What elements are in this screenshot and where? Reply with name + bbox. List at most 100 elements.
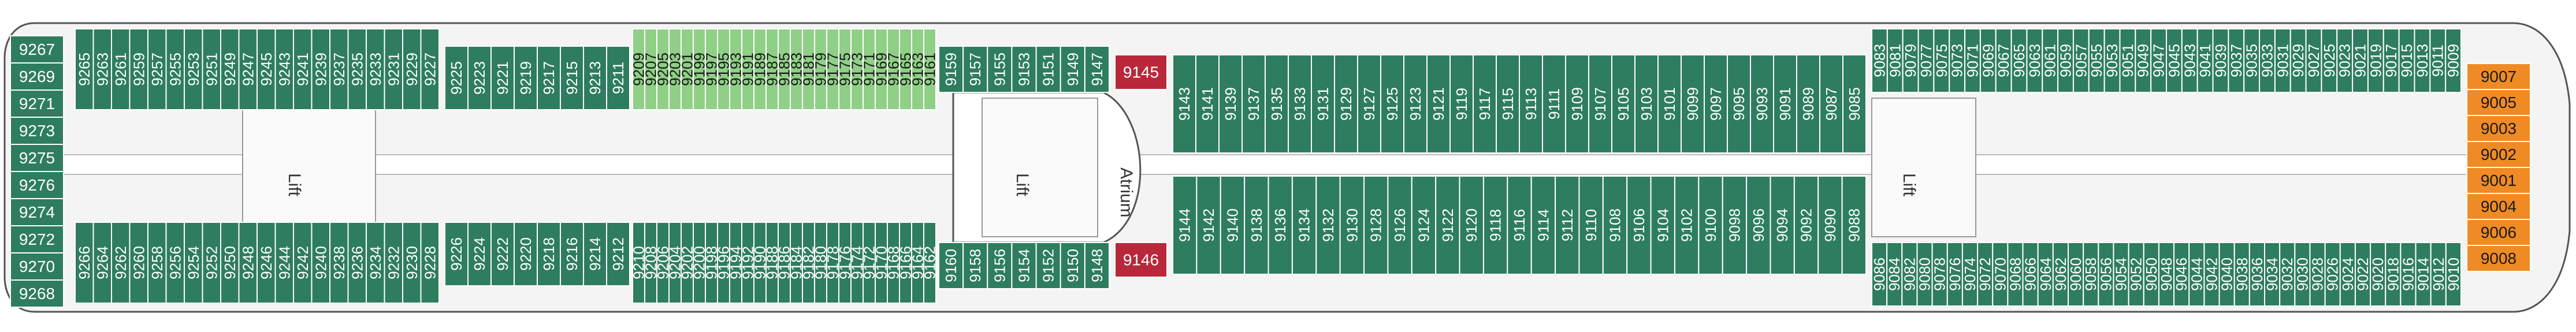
cabin-9003[interactable] (2466, 115, 2531, 142)
cabin-9118[interactable] (1482, 176, 1508, 275)
cabin-9088[interactable] (1841, 176, 1867, 275)
cabin-9139[interactable] (1218, 54, 1243, 154)
cabin-9025[interactable] (2321, 28, 2338, 93)
cabin-9109[interactable] (1565, 54, 1589, 154)
cabin-9042[interactable] (2203, 242, 2220, 307)
cabin-9229[interactable] (402, 28, 422, 110)
cabin-9120[interactable] (1459, 176, 1484, 275)
cabin-9010[interactable] (2445, 242, 2462, 307)
cabin-9038[interactable] (2233, 242, 2250, 307)
cabin-9032[interactable] (2279, 242, 2296, 307)
cabin-9103[interactable] (1634, 54, 1659, 154)
cabin-9056[interactable] (2098, 242, 2114, 307)
cabin-9105[interactable] (1611, 54, 1635, 154)
cabin-9045[interactable] (2166, 28, 2183, 93)
cabin-9225[interactable] (444, 46, 469, 110)
cabin-9272[interactable] (10, 225, 64, 253)
cabin-9150[interactable] (1060, 242, 1086, 289)
cabin-9215[interactable] (560, 46, 584, 110)
cabin-9086[interactable] (1871, 242, 1888, 307)
cabin-9077[interactable] (1917, 28, 1935, 93)
cabin-9030[interactable] (2294, 242, 2311, 307)
cabin-9084[interactable] (1886, 242, 1903, 307)
cabin-9005[interactable] (2466, 89, 2531, 116)
cabin-9072[interactable] (1977, 242, 1994, 307)
cabin-9026[interactable] (2324, 242, 2341, 307)
cabin-9137[interactable] (1241, 54, 1266, 154)
cabin-9146[interactable] (1114, 242, 1168, 278)
cabin-9008[interactable] (2466, 245, 2531, 272)
cabin-9099[interactable] (1681, 54, 1705, 154)
cabin-9023[interactable] (2336, 28, 2354, 93)
cabin-9158[interactable] (962, 242, 988, 289)
cabin-9265[interactable] (75, 28, 94, 110)
cabin-9239[interactable] (311, 28, 330, 110)
cabin-9029[interactable] (2289, 28, 2307, 93)
cabin-9271[interactable] (10, 89, 64, 118)
cabin-9157[interactable] (962, 46, 988, 93)
cabin-9006[interactable] (2466, 219, 2531, 246)
cabin-9258[interactable] (147, 222, 167, 304)
cabin-9036[interactable] (2248, 242, 2266, 307)
cabin-9213[interactable] (583, 46, 607, 110)
cabin-9232[interactable] (384, 222, 403, 304)
cabin-9147[interactable] (1084, 46, 1110, 93)
cabin-9022[interactable] (2354, 242, 2371, 307)
cabin-9231[interactable] (384, 28, 403, 110)
cabin-9235[interactable] (347, 28, 367, 110)
cabin-9075[interactable] (1933, 28, 1950, 93)
cabin-9227[interactable] (420, 28, 440, 110)
cabin-9015[interactable] (2398, 28, 2415, 93)
cabin-9266[interactable] (75, 222, 94, 304)
cabin-9233[interactable] (366, 28, 385, 110)
cabin-9004[interactable] (2466, 193, 2531, 220)
cabin-9093[interactable] (1750, 54, 1774, 154)
cabin-9057[interactable] (2072, 28, 2090, 93)
cabin-9219[interactable] (514, 46, 538, 110)
cabin-9136[interactable] (1267, 176, 1293, 275)
cabin-9041[interactable] (2196, 28, 2214, 93)
cabin-9217[interactable] (537, 46, 561, 110)
cabin-9126[interactable] (1387, 176, 1412, 275)
cabin-9161[interactable] (923, 28, 936, 110)
cabin-9061[interactable] (2042, 28, 2059, 93)
cabin-9104[interactable] (1650, 176, 1675, 275)
cabin-9060[interactable] (2068, 242, 2084, 307)
cabin-9248[interactable] (238, 222, 258, 304)
cabin-9085[interactable] (1842, 54, 1867, 154)
cabin-9260[interactable] (129, 222, 148, 304)
cabin-9246[interactable] (257, 222, 276, 304)
cabin-9128[interactable] (1363, 176, 1389, 275)
cabin-9059[interactable] (2057, 28, 2074, 93)
cabin-9047[interactable] (2150, 28, 2168, 93)
cabin-9123[interactable] (1403, 54, 1428, 154)
cabin-9218[interactable] (537, 222, 561, 286)
cabin-9141[interactable] (1195, 54, 1220, 154)
cabin-9014[interactable] (2415, 242, 2432, 307)
cabin-9063[interactable] (2026, 28, 2043, 93)
cabin-9115[interactable] (1496, 54, 1520, 154)
cabin-9046[interactable] (2173, 242, 2190, 307)
cabin-9148[interactable] (1084, 242, 1110, 289)
cabin-9007[interactable] (2466, 63, 2531, 90)
cabin-9108[interactable] (1602, 176, 1628, 275)
cabin-9151[interactable] (1035, 46, 1061, 93)
cabin-9062[interactable] (2052, 242, 2069, 307)
cabin-9083[interactable] (1871, 28, 1888, 93)
cabin-9129[interactable] (1334, 54, 1358, 154)
cabin-9124[interactable] (1411, 176, 1437, 275)
cabin-9226[interactable] (444, 222, 469, 286)
cabin-9228[interactable] (420, 222, 440, 304)
cabin-9274[interactable] (10, 198, 64, 226)
cabin-9064[interactable] (2037, 242, 2054, 307)
cabin-9112[interactable] (1555, 176, 1580, 275)
cabin-9237[interactable] (329, 28, 349, 110)
cabin-9092[interactable] (1793, 176, 1819, 275)
cabin-9116[interactable] (1507, 176, 1532, 275)
cabin-9002[interactable] (2466, 141, 2531, 168)
cabin-9079[interactable] (1902, 28, 1919, 93)
cabin-9135[interactable] (1265, 54, 1289, 154)
cabin-9159[interactable] (938, 46, 964, 93)
cabin-9273[interactable] (10, 117, 64, 145)
cabin-9249[interactable] (220, 28, 240, 110)
